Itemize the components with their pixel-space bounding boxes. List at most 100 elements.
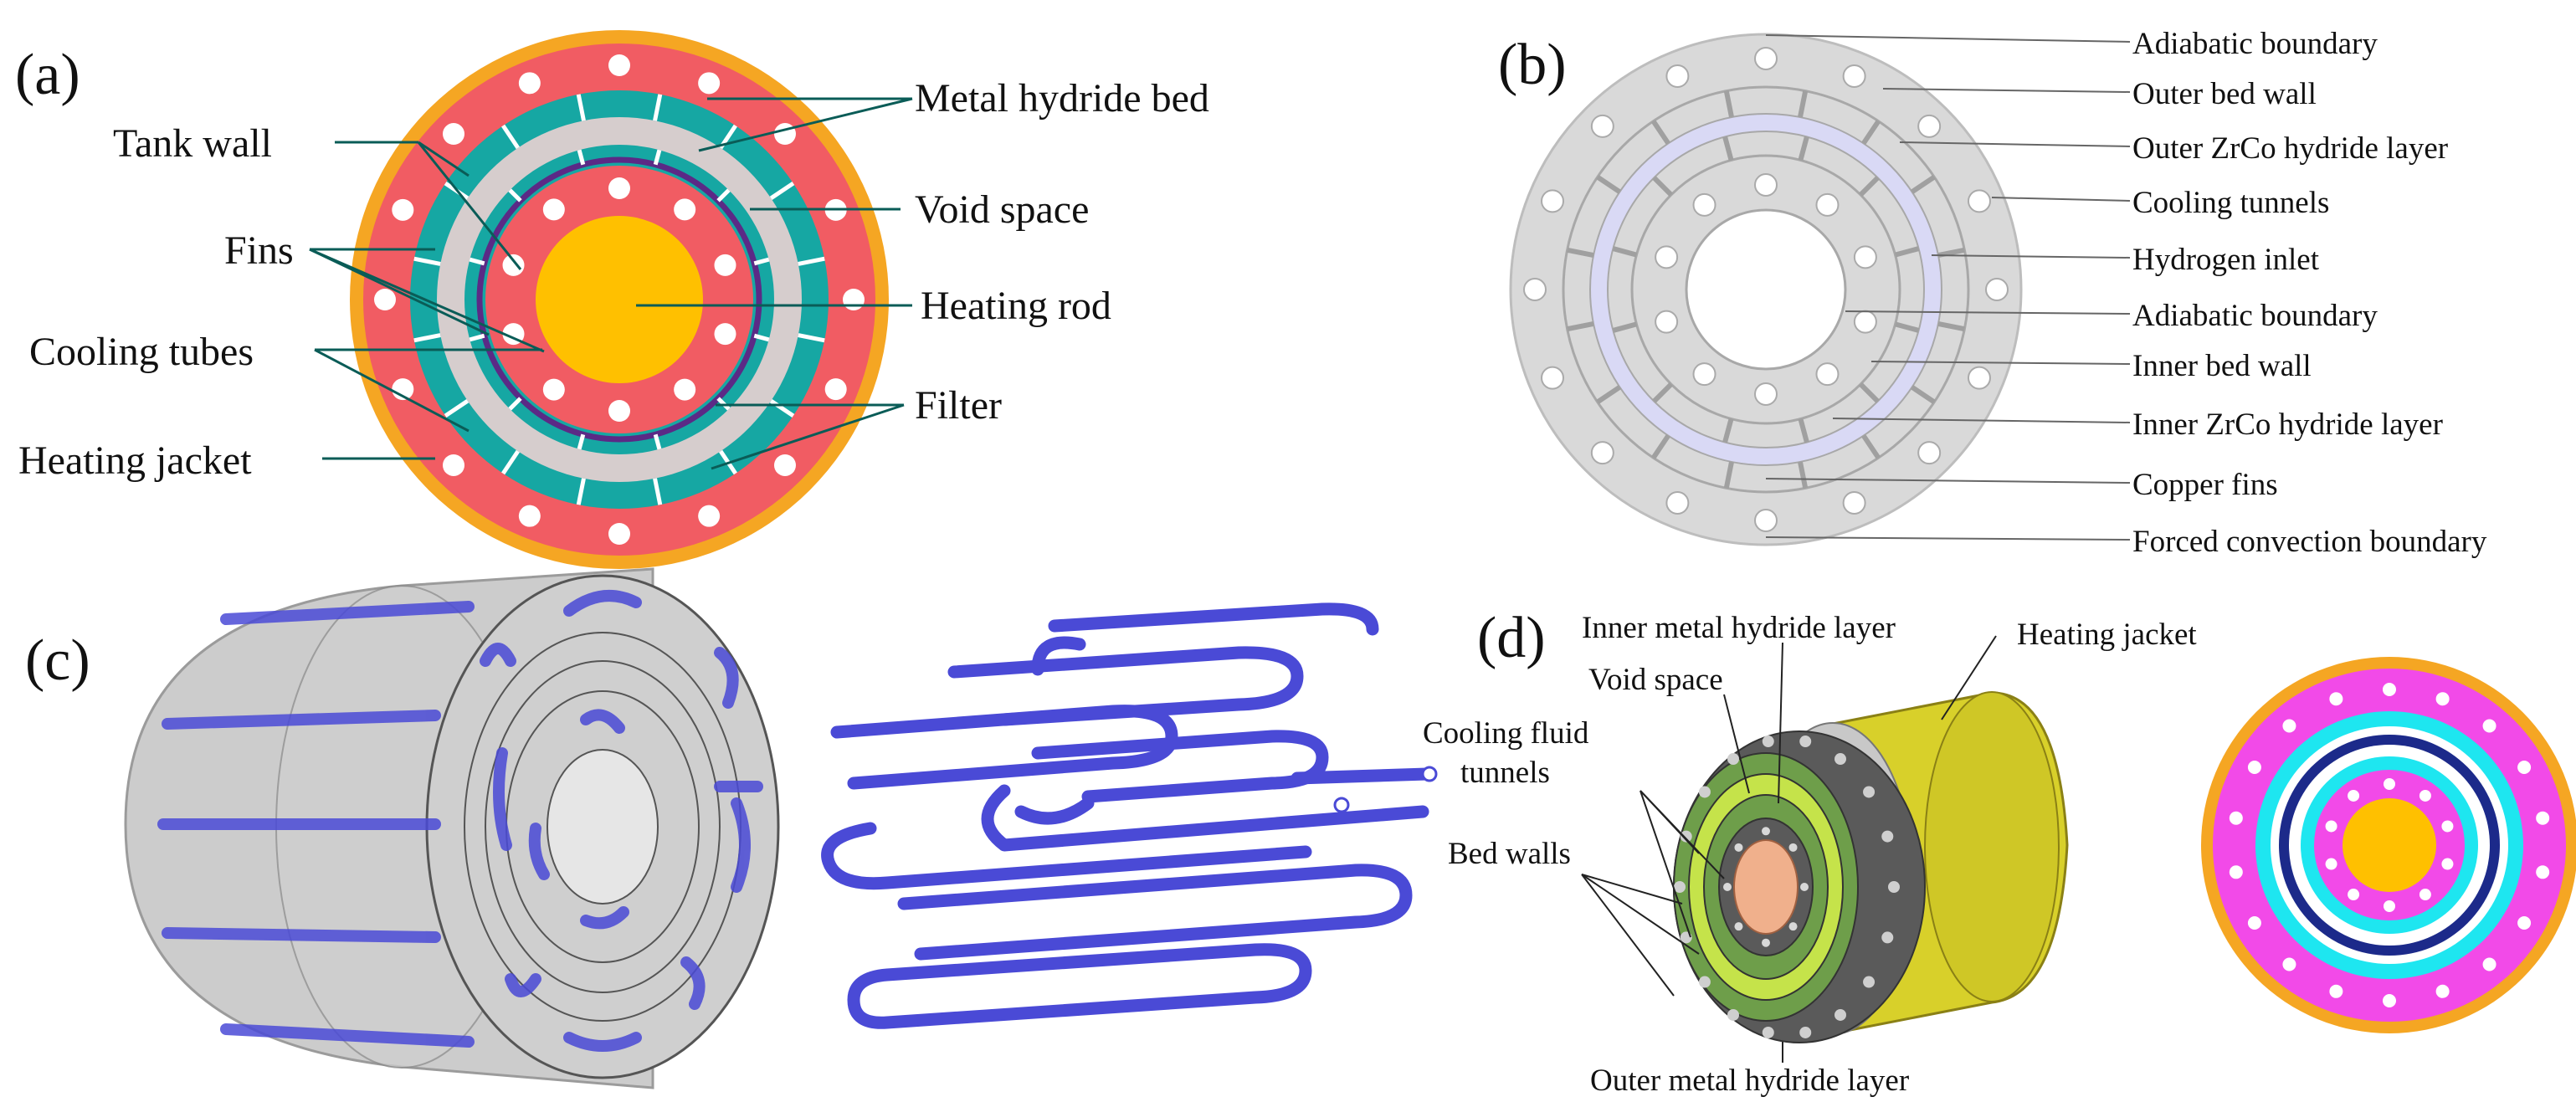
label-cooling-fluid: Cooling fluid	[1423, 716, 1589, 751]
label-adiabatic-boundary-inner: Adiabatic boundary	[2132, 299, 2378, 333]
cooling-hole	[1853, 310, 1877, 334]
label-tank-wall: Tank wall	[113, 121, 272, 166]
cooling-hole	[1863, 976, 1876, 988]
cooling-hole	[2536, 865, 2550, 879]
cooling-hole	[443, 454, 465, 476]
cooling-hole	[1863, 786, 1876, 798]
cooling-hole	[443, 123, 465, 146]
cooling-hole	[2247, 916, 2261, 930]
panel-d: (d) Inner metal hydride laye	[1423, 606, 2576, 1098]
cooling-hole	[1967, 366, 1991, 390]
cooling-hole	[2282, 957, 2296, 971]
cooling-hole	[1692, 192, 1716, 217]
cooling-hole	[2325, 820, 2337, 833]
fin	[1798, 418, 1809, 443]
fin	[1798, 136, 1809, 161]
cooling-hole	[2482, 957, 2496, 971]
label-metal-hydride-bed: Metal hydride bed	[915, 76, 1209, 120]
cooling-hole	[1967, 189, 1991, 213]
cooling-hole	[608, 177, 630, 199]
small-cross-section	[2201, 657, 2576, 1033]
cooling-hole	[2229, 865, 2243, 879]
cooling-hole	[2384, 778, 2395, 790]
cooling-hole	[2536, 811, 2550, 825]
fin	[1722, 418, 1734, 443]
fin	[1596, 175, 1622, 194]
fin	[653, 149, 662, 166]
fin	[1798, 461, 1809, 489]
cooling-hole	[608, 400, 630, 422]
fin	[653, 433, 662, 450]
fin	[769, 399, 795, 418]
fin	[413, 256, 441, 266]
fin	[1723, 461, 1734, 489]
label-void-space: Void space	[915, 187, 1089, 232]
cooling-hole	[542, 198, 565, 221]
cooling-hole	[1888, 881, 1900, 893]
cooling-hole	[773, 454, 796, 476]
cooling-hole	[1842, 64, 1866, 89]
hydrogen-inlet-ring	[1589, 113, 1942, 466]
cooling-hole	[2247, 761, 2261, 774]
copper-fins-group	[1567, 90, 1965, 489]
panel-a-leaders	[309, 97, 913, 470]
label-heating-jacket: Heating jacket	[18, 438, 252, 483]
fin	[653, 478, 663, 505]
label-hydrogen-inlet: Hydrogen inlet	[2132, 243, 2320, 277]
fin	[1937, 247, 1965, 258]
label-cooling-tunnels: Cooling tunnels	[2132, 186, 2329, 220]
bed-cross-section	[1509, 33, 2023, 546]
cooling-hole	[1698, 786, 1711, 798]
fin	[1723, 90, 1734, 118]
fin	[577, 149, 586, 166]
fin	[1859, 176, 1880, 197]
cooling-hole	[1799, 736, 1812, 748]
fin	[501, 124, 520, 150]
fin	[508, 188, 522, 202]
fin	[753, 333, 770, 342]
fin	[1861, 433, 1881, 459]
inner-hole	[1685, 208, 1847, 371]
cooling-tunnels-group	[1523, 47, 2009, 532]
cooling-hole	[2435, 984, 2450, 998]
fin	[1937, 321, 1965, 332]
cooling-hole	[502, 254, 525, 276]
fin	[1567, 321, 1594, 332]
panel-a: (a)	[15, 30, 1209, 569]
cooling-hole	[1734, 922, 1743, 931]
fin	[1612, 246, 1638, 258]
label-heating-rod: Heating rod	[921, 284, 1111, 328]
fin	[444, 399, 470, 418]
panel-c: (c)	[25, 567, 1438, 1089]
fin	[716, 397, 731, 411]
cooling-hole	[824, 378, 847, 401]
cooling-hole	[1665, 490, 1690, 515]
cooling-hole	[2348, 889, 2360, 901]
label-filter: Filter	[915, 383, 1002, 428]
cooling-hole	[1788, 922, 1798, 931]
label-bed-walls: Bed walls	[1448, 837, 1571, 871]
cooling-hole	[2329, 984, 2343, 998]
cooling-hole	[1754, 509, 1778, 532]
cooling-hole	[714, 323, 736, 346]
filter-ring	[476, 156, 762, 443]
cooling-fluid-tunnels-group	[1674, 736, 1900, 1038]
fin	[1567, 247, 1594, 258]
fin	[469, 257, 485, 266]
cooling-hole	[2435, 692, 2450, 706]
cooling-hole	[698, 72, 721, 95]
cooling-hole	[1762, 736, 1774, 748]
panel-c-tag: (c)	[25, 628, 90, 693]
cooling-hole	[542, 378, 565, 401]
cooling-hole	[1788, 843, 1798, 852]
small-cooling-holes	[2229, 683, 2550, 1007]
cooling-hole	[2441, 858, 2454, 870]
cooling-hole	[1727, 753, 1739, 766]
label-forced-convection: Forced convection boundary	[2132, 525, 2487, 559]
label-adiabatic-boundary-outer: Adiabatic boundary	[2132, 27, 2378, 61]
panel-a-tag: (a)	[15, 43, 80, 107]
cooling-hole	[843, 289, 865, 310]
fin	[1894, 321, 1920, 333]
cooling-hole	[1835, 1008, 1846, 1021]
